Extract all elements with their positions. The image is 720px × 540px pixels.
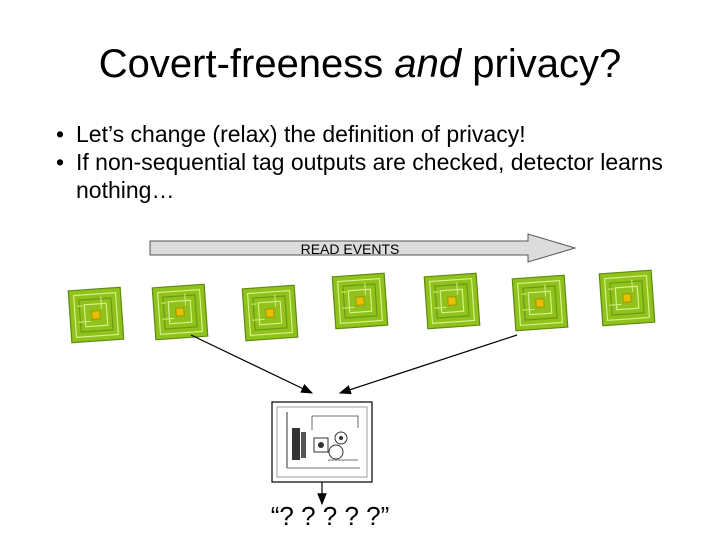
bullet-list: Let’s change (relax) the definition of p… bbox=[56, 120, 696, 204]
detector-output-text: “? ? ? ? ?” bbox=[270, 501, 390, 531]
rfid-tag-icon bbox=[511, 274, 569, 332]
rfid-tag-icon bbox=[67, 286, 125, 344]
title-part-3: privacy? bbox=[461, 42, 622, 86]
read-events-arrow bbox=[149, 233, 577, 263]
read-events-label: READ EVENTS bbox=[300, 241, 400, 257]
rfid-tag-icon bbox=[423, 272, 481, 330]
title-part-2: and bbox=[394, 42, 462, 86]
rfid-tag-icon bbox=[331, 272, 389, 330]
rfid-tag-icon bbox=[241, 284, 299, 342]
detector-schematic-icon bbox=[271, 401, 373, 483]
connector-arrow-right bbox=[338, 334, 518, 395]
rfid-tag-icon bbox=[598, 269, 656, 327]
bullet-item-2: If non-sequential tag outputs are checke… bbox=[56, 148, 696, 204]
connector-arrow-left bbox=[190, 334, 314, 394]
title-part-1: Covert-freeness bbox=[98, 42, 395, 86]
bullet-item-1: Let’s change (relax) the definition of p… bbox=[56, 120, 696, 148]
slide-title: Covert-freeness and privacy? bbox=[0, 40, 720, 88]
rfid-tag-icon bbox=[151, 283, 209, 341]
